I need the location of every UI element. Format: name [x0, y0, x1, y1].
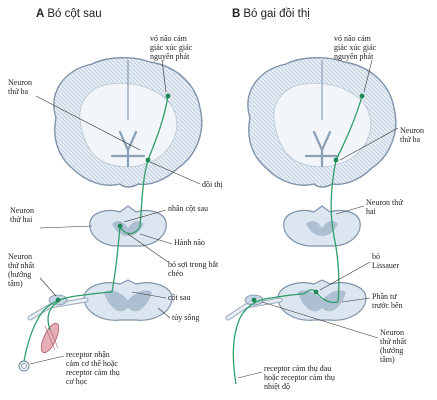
panel-b-label-neuron2: Neuron thứ hai: [366, 198, 403, 216]
panel-a-label-dorsal-column: cột sau: [168, 293, 191, 302]
panel-b-label-neuron1: Neuron thứ nhất (hướng tâm): [380, 328, 407, 364]
panel-a-label-crossing-fibers: bó sợi trong bắt chéo: [168, 260, 219, 278]
panel-b-pointer-lines: [237, 59, 399, 379]
panel-b-butterfly: [298, 290, 346, 312]
panel-a-label-cortex: vỏ não cảm giác xúc giác nguyên phát: [150, 34, 193, 61]
panel-b-ganglion-cell: [251, 297, 257, 303]
panel-b-label-cortex: vỏ não cảm giác xúc giác nguyên phát: [334, 34, 377, 61]
panel-b-pathway: [232, 95, 363, 385]
panel-a-white-matter: [79, 82, 178, 168]
panel-a-medulla-shape: [89, 205, 167, 247]
panel-a-letter: A: [36, 8, 45, 20]
panel-b-thalamus-cell: [333, 157, 339, 163]
panel-b-afferent-fiber: [232, 293, 305, 385]
panel-b-dorsal-horn-cell: [313, 289, 319, 295]
panel-b-label-neuron3: Neuron thứ ba: [400, 126, 424, 144]
panel-a-ventricle: [110, 130, 146, 168]
panel-a-muscle-receptor: [18, 322, 60, 372]
panel-a-brain: [53, 57, 203, 188]
panel-a-label-neuron3: Neuron thứ ba: [8, 78, 32, 96]
panel-b-title-text: Bó gai đồi thị: [243, 8, 310, 20]
panel-a-butterfly: [104, 290, 152, 312]
panel-b-neuron-dots: [251, 93, 365, 303]
panel-b-cortex-cell: [359, 93, 365, 99]
panel-a-label-dorsal-nucleus: nhân cột sau: [168, 204, 208, 213]
panel-b-ventricle: [304, 130, 340, 168]
panel-a-afferent-fiber-2: [47, 301, 59, 331]
panel-b-anterolateral-tract: [330, 159, 340, 303]
panel-a-spinal-cord: [83, 279, 173, 321]
panel-b-medulla-shape: [283, 205, 361, 247]
panel-a-label-spinal-cord: tủy sống: [172, 313, 200, 322]
panel-a-ganglion-cell: [55, 297, 61, 303]
pacinian-corpuscle-icon: [18, 360, 30, 372]
panel-a-label-neuron1: Neuron thứ nhất (hướng tâm): [8, 252, 35, 288]
panel-b-label-anterolateral: Phần tư trước bên: [372, 292, 403, 310]
panel-a-neuron-dots: [55, 93, 171, 303]
panel-b-brain: [247, 57, 397, 188]
panel-a-label-medulla: Hành não: [174, 238, 205, 247]
panel-a-thalamus-cell: [145, 157, 151, 163]
panel-a-crossing-tract: [119, 159, 149, 235]
panel-b-white-matter: [273, 82, 372, 168]
panel-b-letter: B: [232, 8, 241, 20]
panel-b-label-receptor: receptor cảm thụ đau hoặc receptor cảm t…: [264, 364, 335, 391]
panel-b-thalamocortical-tract: [335, 95, 363, 161]
panel-a-title-text: Bó cột sau: [47, 8, 102, 20]
panel-a-nucleus-cell: [117, 223, 123, 229]
panel-a-thalamocortical-tract: [147, 95, 169, 161]
panel-b-crossing: [315, 291, 339, 304]
panel-a-cortex-cell: [165, 93, 171, 99]
panel-a-pointer-lines: [29, 59, 201, 365]
panel-b-medulla-grey: [306, 221, 338, 236]
panel-b-spinal-cord: [277, 279, 367, 321]
panel-a-label-thalamus: đồi thị: [202, 180, 223, 189]
panel-a-label-neuron2: Neuron thứ hai: [10, 206, 34, 224]
panel-a-label-receptor: receptor nhận cảm cơ thể hoặc receptor c…: [66, 350, 120, 386]
panel-a-medulla: [89, 205, 167, 247]
panel-a-dorsal-column-tract: [111, 225, 121, 293]
panel-b-medulla: [283, 205, 361, 247]
panel-b-label-lissauer: bó Lissauer: [372, 252, 400, 270]
